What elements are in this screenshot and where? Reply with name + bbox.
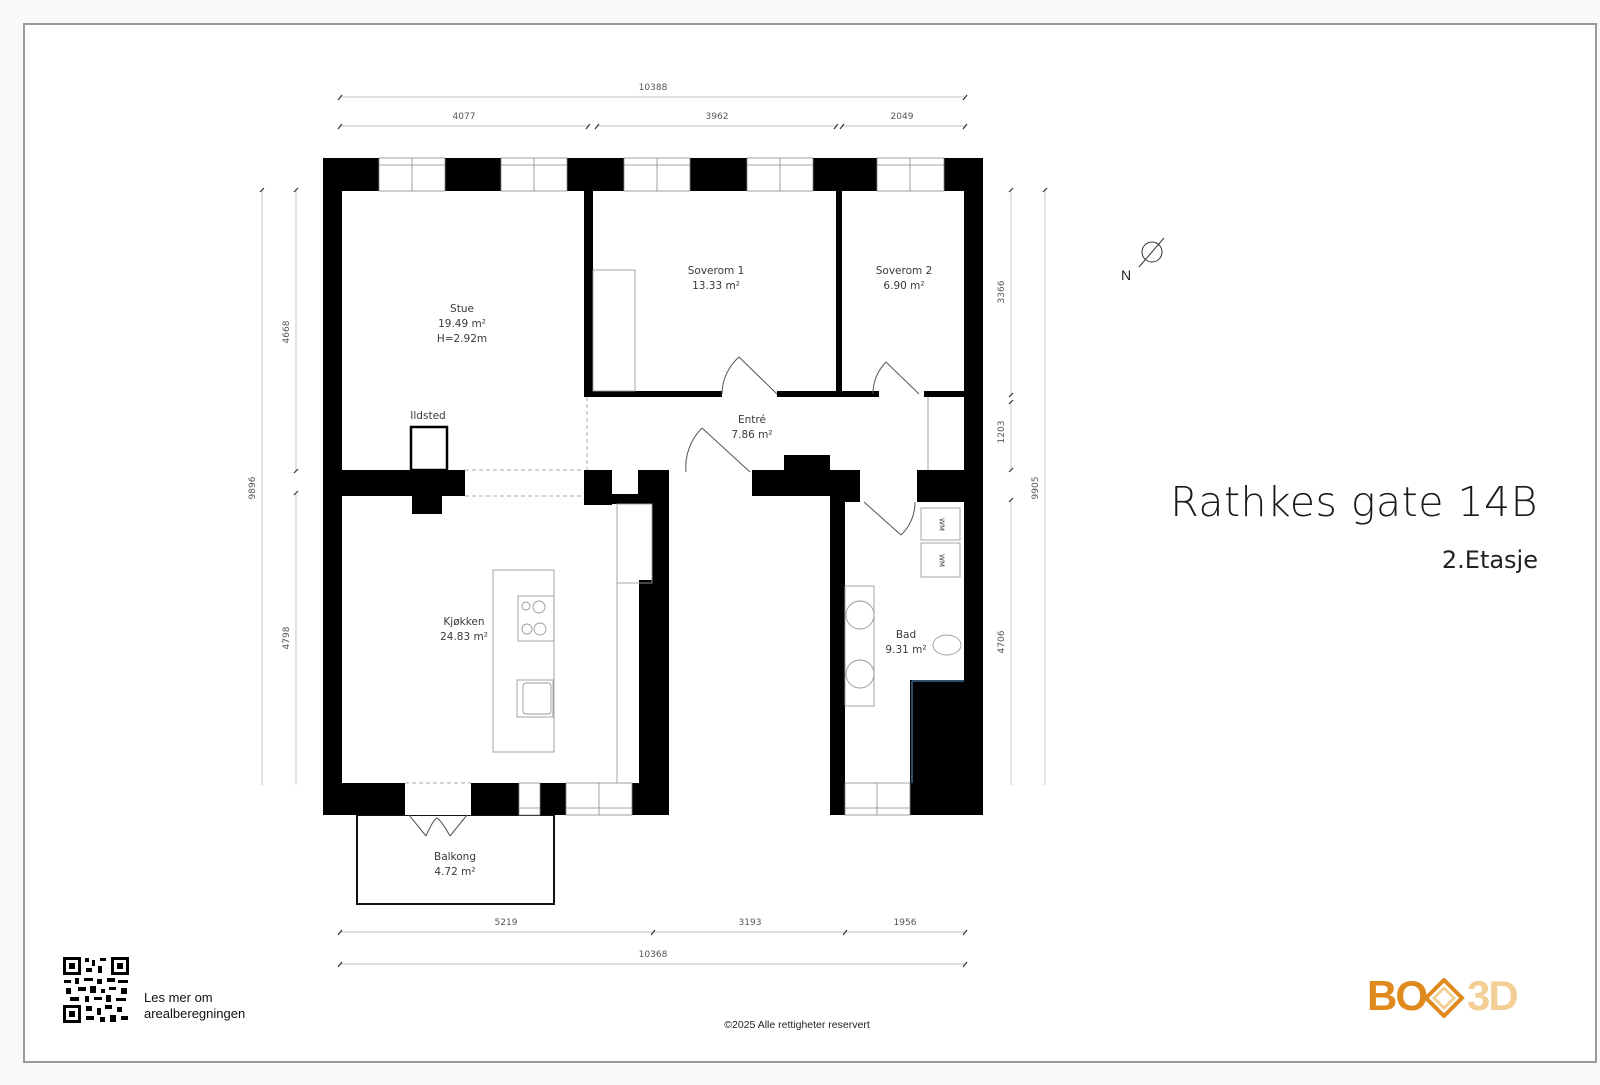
dim-bottom-seg-1: 5219 <box>494 918 518 928</box>
logo-text-3d: 3D <box>1467 972 1519 1019</box>
room-kjokken: Kjøkken 24.83 m² <box>440 615 488 645</box>
walls <box>323 158 983 815</box>
compass-north-label: N <box>1121 267 1132 283</box>
dim-top-seg-2: 3962 <box>705 112 729 122</box>
address-title: Rathkes gate 14B <box>1170 478 1538 526</box>
room-name: Stue <box>450 303 474 315</box>
dim-left-total: 9896 <box>248 476 258 500</box>
room-name: Kjøkken <box>443 616 485 628</box>
qr-caption-line-1: Les mer om <box>144 990 213 1005</box>
doors <box>408 356 920 837</box>
room-area: 13.33 m² <box>692 280 740 292</box>
room-area: 24.83 m² <box>440 631 488 643</box>
dim-left-seg-2: 4798 <box>282 626 292 650</box>
room-entre: Entré 7.86 m² <box>731 413 772 443</box>
dim-top-seg-1: 4077 <box>452 112 476 122</box>
bo3d-logo: BO 3D <box>1367 972 1519 1020</box>
dim-right-seg-1: 3366 <box>997 280 1007 304</box>
room-bad: Bad 9.31 m² <box>885 628 926 658</box>
room-area: 19.49 m² <box>438 318 486 330</box>
room-height: H=2.92m <box>436 333 488 345</box>
dim-top-total: 10388 <box>638 83 668 93</box>
dim-bottom-total: 10368 <box>638 950 668 960</box>
dim-bottom-seg-3: 1956 <box>893 918 917 928</box>
fixtures <box>409 269 962 783</box>
dim-right-seg-3: 4706 <box>997 630 1007 654</box>
room-soverom-1: Soverom 1 13.33 m² <box>688 264 745 294</box>
room-name: Soverom 1 <box>687 265 745 277</box>
floor-subtitle: 2.Etasje <box>1441 546 1538 574</box>
copyright-text: ©2025 Alle rettigheter reservert <box>724 1019 870 1031</box>
washer-label-1: WM <box>937 518 946 531</box>
logo-diamond-icon <box>1423 978 1465 1018</box>
room-area: 9.31 m² <box>885 644 927 656</box>
room-soverom-2: Soverom 2 6.90 m² <box>876 264 933 294</box>
room-name: Soverom 2 <box>875 265 933 277</box>
dim-bottom-seg-2: 3193 <box>738 918 762 928</box>
room-name: Entré <box>738 414 766 426</box>
north-arrow-icon <box>1138 237 1165 268</box>
dim-right-total: 9905 <box>1031 476 1041 500</box>
floorplan-sheet <box>23 23 1597 1063</box>
room-name: Balkong <box>433 851 477 863</box>
qr-caption[interactable]: Les mer om arealberegningen <box>144 990 245 1022</box>
fireplace-label: Ildsted <box>410 410 446 422</box>
room-area: 6.90 m² <box>883 280 925 292</box>
dimension-lines <box>261 96 1046 965</box>
dim-top-seg-3: 2049 <box>890 112 914 122</box>
washer-label-2: WM <box>937 554 946 567</box>
room-balkong: Balkong 4.72 m² <box>434 850 476 880</box>
dim-left-seg-1: 4668 <box>282 320 292 344</box>
room-name: Bad <box>895 629 917 641</box>
logo-text-bo: BO <box>1367 972 1428 1019</box>
room-stue: Stue 19.49 m² H=2.92m <box>437 302 487 347</box>
room-area: 4.72 m² <box>434 866 476 878</box>
qr-code-icon <box>63 957 129 1023</box>
dim-right-seg-2: 1203 <box>997 420 1007 444</box>
qr-caption-line-2: arealberegningen <box>144 1006 246 1021</box>
room-area: 7.86 m² <box>731 429 773 441</box>
